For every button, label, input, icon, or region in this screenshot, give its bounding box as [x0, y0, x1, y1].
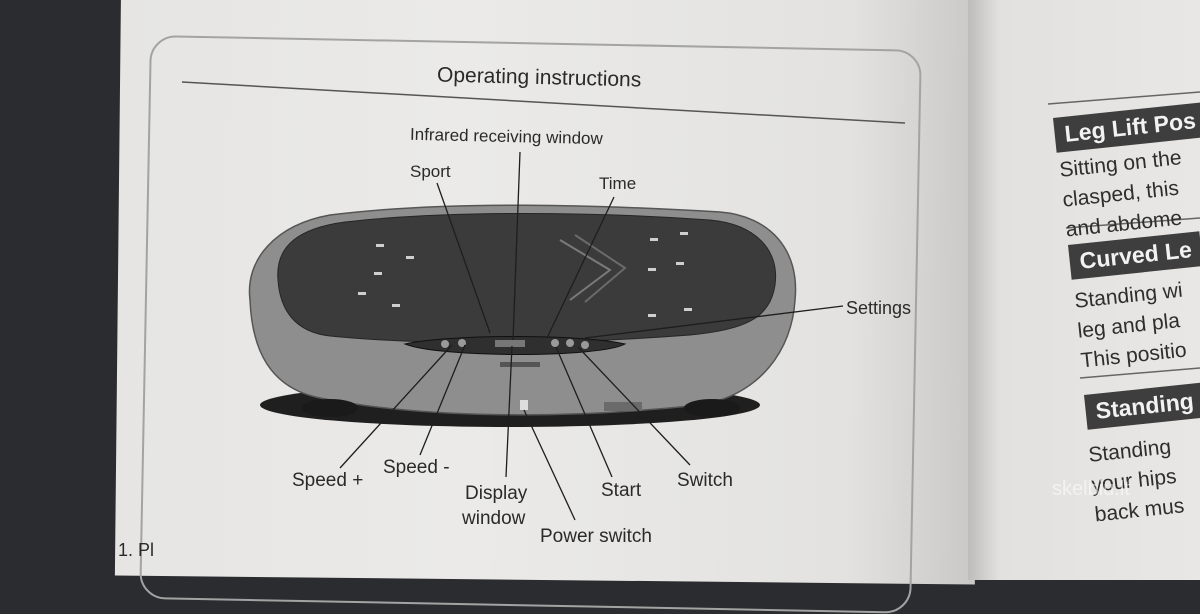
pattern	[574, 234, 627, 303]
device-top	[277, 213, 777, 344]
leader-settings	[584, 305, 844, 339]
power-switch-knob	[520, 400, 528, 410]
label-speed-plus: Speed +	[292, 470, 364, 491]
right-divider	[1047, 91, 1200, 105]
label-speed-minus: Speed -	[383, 457, 450, 478]
grip-dots	[358, 232, 692, 317]
leader-infrared	[512, 151, 521, 341]
leader-speed-plus	[339, 344, 453, 469]
right-body-1: Sitting on the clasped, this and abdome	[1058, 146, 1184, 242]
label-plate	[604, 402, 642, 411]
label-time: Time	[599, 174, 637, 193]
right-divider	[1079, 367, 1200, 379]
leader-sport	[436, 182, 491, 334]
manual-photo: Operating instructions Infrared receivin…	[114, 0, 1200, 614]
page-title: Operating instructions	[436, 63, 642, 92]
label-display-line2: window	[462, 508, 526, 529]
right-page	[968, 0, 1200, 580]
leader-display	[505, 345, 513, 478]
panel-buttons	[441, 339, 589, 349]
leader-start	[555, 346, 613, 478]
right-body-2: Standing wi leg and pla This positio	[1073, 278, 1188, 373]
bottom-text-fragment: 1. Pl	[118, 540, 155, 560]
label-start: Start	[601, 480, 642, 501]
label-power-switch: Power switch	[540, 526, 652, 547]
leader-time	[546, 196, 615, 339]
leader-speed-minus	[419, 344, 466, 456]
label-settings: Settings	[846, 298, 912, 318]
label-switch: Switch	[677, 470, 733, 491]
title-divider	[181, 81, 906, 124]
watermark: skelbiu.lt	[1052, 478, 1130, 500]
leader-power-switch	[523, 409, 576, 521]
device-foot	[302, 399, 358, 417]
device-foot	[684, 399, 740, 417]
pattern	[559, 239, 612, 301]
brand-logo	[500, 362, 540, 367]
device-illustration	[181, 81, 1200, 521]
right-divider	[1065, 217, 1200, 229]
leader-lines	[339, 151, 844, 521]
label-display-line1: Display	[465, 483, 528, 504]
leader-switch	[577, 346, 691, 466]
label-sport: Sport	[410, 162, 451, 181]
